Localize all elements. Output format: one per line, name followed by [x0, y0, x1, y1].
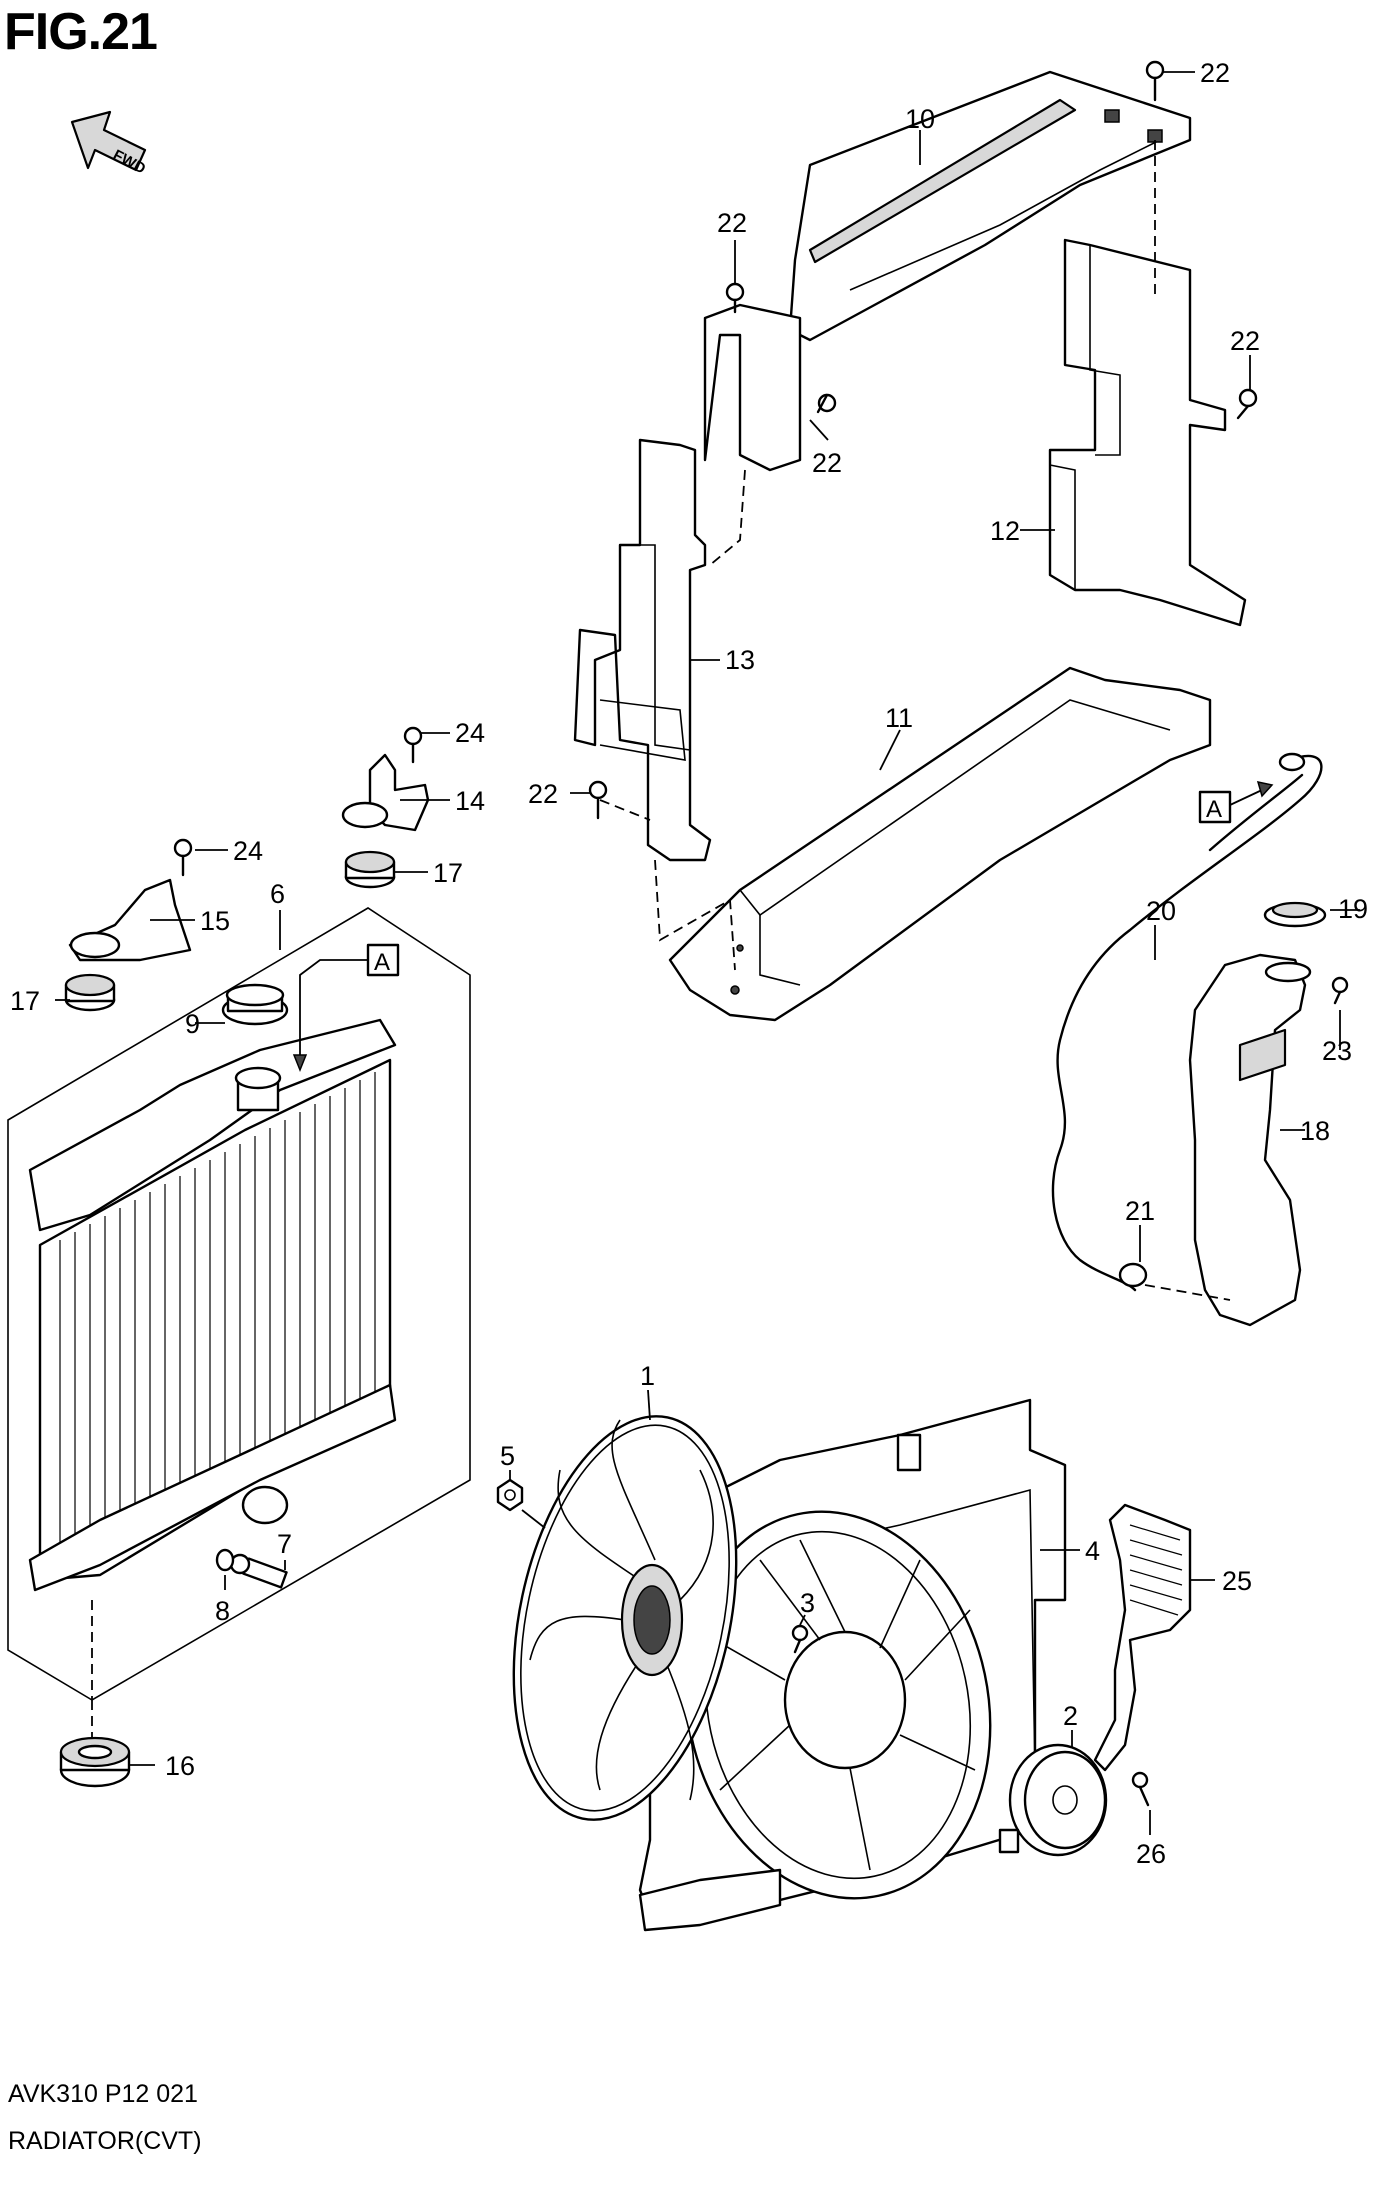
- bracket-25: [1093, 1503, 1192, 1772]
- radiator-core-fins: [59, 1072, 376, 1565]
- radiator: [7, 907, 471, 1745]
- callout-13: 13: [725, 645, 755, 675]
- cooling-fan: [512, 1415, 738, 1821]
- callout-6: 6: [270, 879, 285, 909]
- callout-22: 22: [1230, 326, 1260, 356]
- figure-title: FIG.21: [4, 3, 158, 61]
- marker-a-letter: A: [374, 949, 390, 976]
- bolt-26: [1131, 1771, 1150, 1807]
- fan-motor: [998, 1743, 1108, 1857]
- fwd-arrow-icon: FWD: [70, 110, 148, 178]
- callout-17: 17: [10, 986, 40, 1016]
- left-vertical-shroud: [573, 438, 712, 862]
- screw-23: [1331, 976, 1349, 1005]
- callout-15: 15: [200, 906, 230, 936]
- alignment-line: [709, 469, 746, 566]
- callout-4: 4: [1085, 1536, 1100, 1566]
- fan-shroud: [638, 1398, 1067, 1932]
- nut-5: [496, 1478, 524, 1512]
- callout-23: 23: [1322, 1036, 1352, 1066]
- radiator-cap: [221, 983, 289, 1026]
- reservoir-cap: [1263, 901, 1327, 928]
- hose-clamp-21: [1118, 1262, 1231, 1301]
- callout-1: 1: [640, 1361, 655, 1391]
- alignment-line: [654, 859, 736, 971]
- alignment-line: [599, 799, 651, 821]
- callout-25: 25: [1222, 1566, 1252, 1596]
- bracket-15: [68, 878, 192, 962]
- callout-20: 20: [1146, 896, 1176, 926]
- callout-24: 24: [233, 836, 263, 866]
- reservoir-tank: [1188, 953, 1312, 1327]
- mount-cushion-16: [59, 1736, 131, 1788]
- mount-cushion-17: [64, 850, 396, 1012]
- callout-12: 12: [990, 516, 1020, 546]
- callout-16: 16: [165, 1751, 195, 1781]
- leader-lines: [55, 71, 1360, 1835]
- hose-end: [1278, 752, 1306, 772]
- callout-8: 8: [215, 1596, 230, 1626]
- callout-21: 21: [1125, 1196, 1155, 1226]
- reservoir-hose: [1208, 773, 1304, 852]
- callout-22: 22: [717, 208, 747, 238]
- right-side-shroud: [1048, 238, 1247, 627]
- connection-marker-a: A: [292, 943, 400, 1073]
- diagram-name: RADIATOR(CVT): [8, 2127, 202, 2155]
- diagram-code: AVK310 P12 021: [8, 2080, 198, 2108]
- callout-22: 22: [528, 779, 558, 809]
- reservoir-hose: [1051, 754, 1323, 1292]
- callout-5: 5: [500, 1441, 515, 1471]
- callout-22: 22: [812, 448, 842, 478]
- callout-14: 14: [455, 786, 485, 816]
- callout-24: 24: [455, 718, 485, 748]
- bracket-14: [341, 753, 430, 832]
- o-ring: [215, 1548, 235, 1572]
- callout-10: 10: [905, 104, 935, 134]
- callout-labels: 10 22 22 22 22 12 13 11 22 24 14 17 24 1…: [10, 58, 1368, 1869]
- drain-plug: [229, 1553, 288, 1589]
- upper-shroud: [703, 70, 1192, 472]
- callout-18: 18: [1300, 1116, 1330, 1146]
- callout-22: 22: [1200, 58, 1230, 88]
- callout-7: 7: [277, 1529, 292, 1559]
- marker-a-letter: A: [1206, 796, 1222, 823]
- bolt-22: [588, 60, 1258, 820]
- bolt-24: [173, 726, 423, 877]
- connection-marker-a: A: [1198, 781, 1274, 824]
- callout-19: 19: [1338, 894, 1368, 924]
- lower-shroud: [668, 666, 1212, 1022]
- callout-17: 17: [433, 858, 463, 888]
- callout-9: 9: [185, 1009, 200, 1039]
- screw-3: [791, 1624, 809, 1654]
- callout-26: 26: [1136, 1839, 1166, 1869]
- callout-2: 2: [1063, 1701, 1078, 1731]
- callout-3: 3: [800, 1588, 815, 1618]
- callout-11: 11: [885, 703, 913, 733]
